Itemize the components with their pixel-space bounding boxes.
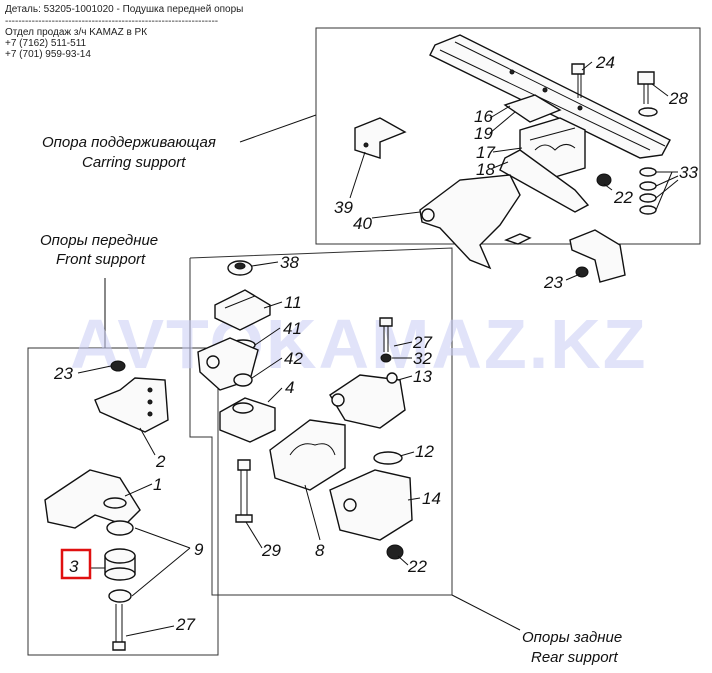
washer-9-bottom bbox=[108, 589, 132, 603]
bracket-2 bbox=[94, 377, 169, 433]
bracket-18 bbox=[499, 149, 590, 213]
support-40 bbox=[419, 174, 521, 270]
caption-front-ru: Опоры передние bbox=[40, 232, 158, 249]
caption-rear-en: Rear support bbox=[531, 649, 619, 666]
cushion-3 bbox=[104, 548, 136, 581]
label-1: 1 bbox=[153, 475, 162, 494]
label-18: 18 bbox=[476, 160, 495, 179]
label-42: 42 bbox=[284, 349, 303, 368]
nut-23-front bbox=[110, 360, 126, 372]
caption-carring-ru: Опора поддерживающая bbox=[42, 134, 216, 151]
label-39: 39 bbox=[334, 198, 353, 217]
nut-22-top bbox=[596, 173, 612, 187]
label-28: 28 bbox=[668, 89, 688, 108]
label-12: 12 bbox=[415, 442, 434, 461]
header-phone-2: +7 (701) 959-93-14 bbox=[5, 49, 91, 60]
washer-9-top bbox=[106, 520, 134, 536]
caption-rear-ru: Опоры задние bbox=[522, 629, 622, 646]
label-2: 2 bbox=[155, 452, 166, 471]
nut-22-rear bbox=[386, 544, 404, 560]
bolt-28 bbox=[637, 71, 658, 117]
bracket-13 bbox=[329, 372, 406, 429]
label-38: 38 bbox=[280, 253, 299, 272]
caption-carring-en: Carring support bbox=[82, 154, 186, 171]
label-27-rear: 27 bbox=[412, 333, 432, 352]
label-11: 11 bbox=[284, 293, 302, 312]
bracket-23-top bbox=[569, 229, 626, 283]
bolt-29 bbox=[235, 459, 253, 523]
bracket-12 bbox=[373, 451, 403, 465]
label-22-top: 22 bbox=[613, 188, 633, 207]
label-3[interactable]: 3 bbox=[69, 557, 79, 576]
washers-33 bbox=[639, 167, 657, 215]
label-14: 14 bbox=[422, 489, 441, 508]
nut-38 bbox=[227, 260, 253, 276]
panel-front-support bbox=[27, 347, 219, 656]
label-40: 40 bbox=[353, 214, 372, 233]
label-23-top: 23 bbox=[543, 273, 563, 292]
label-16: 16 bbox=[474, 107, 493, 126]
header-phone-1: +7 (7162) 511-511 bbox=[5, 38, 87, 49]
cap-4 bbox=[219, 397, 276, 443]
header-sales-dept: Отдел продаж з/ч KAMAZ в РК bbox=[5, 27, 148, 38]
label-23-front: 23 bbox=[53, 364, 73, 383]
panel-rear-support bbox=[189, 247, 453, 596]
bolt-24 bbox=[571, 63, 585, 98]
label-41: 41 bbox=[283, 319, 302, 338]
nut-32 bbox=[380, 353, 392, 363]
label-4: 4 bbox=[285, 378, 294, 397]
label-8: 8 bbox=[315, 541, 325, 560]
header-part-title: Деталь: 53205-1001020 - Подушка передней… bbox=[5, 4, 244, 15]
label-19: 19 bbox=[474, 124, 493, 143]
bracket-39 bbox=[354, 117, 407, 159]
label-24: 24 bbox=[595, 53, 615, 72]
leader-lines bbox=[77, 61, 679, 637]
label-17: 17 bbox=[476, 143, 495, 162]
label-33: 33 bbox=[679, 163, 698, 182]
header-divider: ----------------------------------------… bbox=[5, 16, 219, 27]
panel-carring-support bbox=[315, 27, 701, 245]
plate-19 bbox=[503, 94, 562, 123]
highlight-box-part-3[interactable] bbox=[60, 548, 92, 580]
bracket-14 bbox=[329, 469, 413, 541]
label-27-front: 27 bbox=[175, 615, 195, 634]
label-22-rear: 22 bbox=[407, 557, 427, 576]
bolt-27-front bbox=[112, 604, 126, 651]
label-9: 9 bbox=[194, 540, 204, 559]
support-8 bbox=[269, 419, 346, 491]
frame-bracket-16 bbox=[429, 34, 671, 159]
cushion-11 bbox=[214, 289, 271, 331]
watermark: AVTOKAMAZ.KZ bbox=[70, 305, 647, 383]
caption-front-en: Front support bbox=[56, 251, 146, 268]
bushing-42 bbox=[233, 373, 253, 387]
label-13: 13 bbox=[413, 367, 432, 386]
label-29: 29 bbox=[261, 541, 281, 560]
bolt-27-rear bbox=[379, 317, 393, 352]
small-bolt-carring bbox=[504, 233, 532, 245]
bracket-1 bbox=[44, 469, 141, 529]
label-32: 32 bbox=[413, 349, 432, 368]
